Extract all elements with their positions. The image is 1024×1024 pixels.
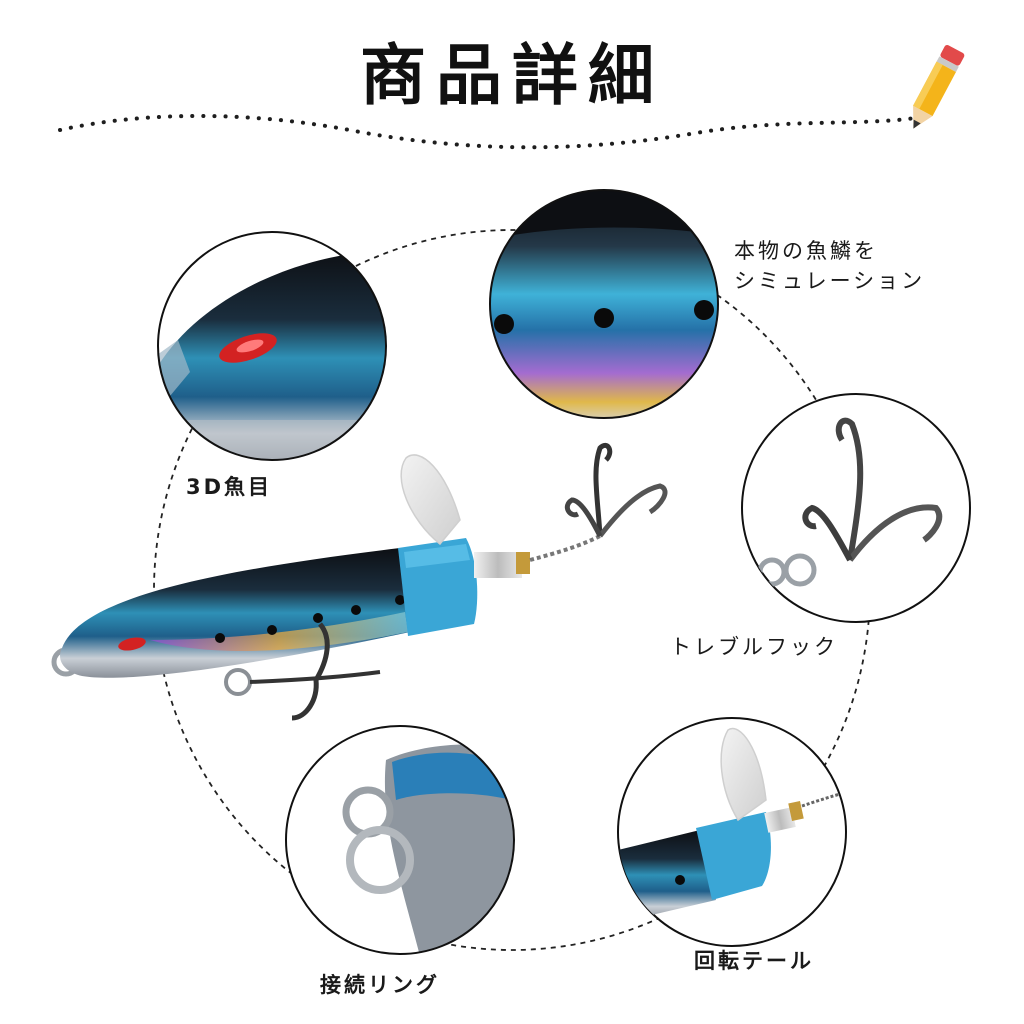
lure-main xyxy=(51,442,668,721)
detail-circle-ring xyxy=(285,725,515,955)
dotted-divider xyxy=(58,114,917,150)
detail-circle-tail xyxy=(617,717,847,947)
callout-rotating-tail: 回転テール xyxy=(694,949,814,973)
detail-circle-eye xyxy=(157,231,387,461)
pencil-icon xyxy=(913,45,965,129)
callout-treble-hook: トレブルフック xyxy=(670,635,838,659)
callout-scales: 本物の魚鱗を シミュレーション xyxy=(734,236,925,297)
callout-3d-eye: 3D魚目 xyxy=(186,475,273,499)
page-title: 商品詳細 xyxy=(360,37,664,114)
callout-scales-line2: シミュレーション xyxy=(734,269,926,294)
detail-circle-scales xyxy=(489,189,719,419)
detail-circle-hook xyxy=(741,393,971,623)
callout-scales-line1: 本物の魚鱗を xyxy=(734,239,878,263)
callout-split-ring: 接続リング xyxy=(320,973,440,997)
